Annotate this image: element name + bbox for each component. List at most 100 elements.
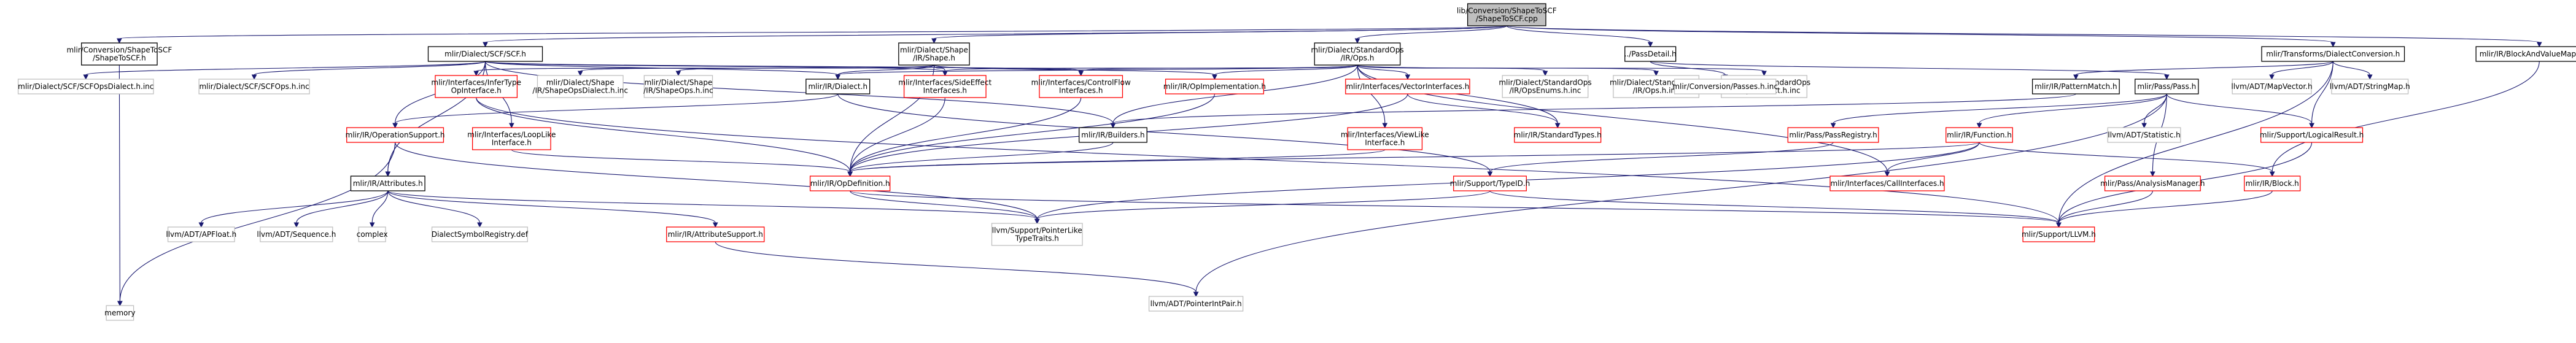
edge-line <box>2058 190 2153 223</box>
arrowhead <box>251 74 257 80</box>
node-conv_h[interactable]: mlir/Conversion/ShapeToSCF/ShapeToSCF.h <box>66 42 172 66</box>
node-box <box>2135 79 2199 94</box>
edge-line <box>476 97 851 172</box>
node-opsupport[interactable]: mlir/IR/OperationSupport.h <box>346 127 445 143</box>
node-analysis[interactable]: mlir/Pass/AnalysisManager.h <box>2100 175 2205 191</box>
node-attrsupport[interactable]: mlir/IR/AttributeSupport.h <box>666 226 765 242</box>
node-shape_h[interactable]: mlir/Dialect/Shape/IR/Shape.h <box>898 42 970 66</box>
node-box <box>1347 127 1423 150</box>
node-label: mlir/IR/Function.h <box>1947 131 2012 139</box>
edge-dialconv-to-logresult <box>2309 61 2334 129</box>
node-label: mlir/Support/TypeID.h <box>1450 179 1530 188</box>
node-box <box>198 79 310 94</box>
node-function_h[interactable]: mlir/IR/Function.h <box>1946 127 2013 143</box>
node-box <box>1039 75 1123 98</box>
edge-opsupport-to-memory <box>117 142 396 307</box>
edge-attributes-to-dialsymreg <box>387 190 483 228</box>
node-box <box>1148 296 1244 312</box>
node-box <box>2260 127 2364 143</box>
node-memory: memory <box>104 305 135 321</box>
edge-pass_h-to-passreg <box>1830 93 2167 129</box>
edge-function_h-to-block_h <box>1979 142 2275 177</box>
edge-line <box>371 190 389 223</box>
edge-passreg-to-typeid <box>1487 142 1834 177</box>
node-llvm_h[interactable]: mlir/Support/LLVM.h <box>2022 226 2096 242</box>
node-label: llvm/Support/PointerLike <box>992 226 1082 235</box>
node-callintf[interactable]: mlir/Interfaces/CallInterfaces.h <box>1829 175 1945 191</box>
node-sequence: llvm/ADT/Sequence.h <box>257 226 336 242</box>
node-passdetail[interactable]: ../PassDetail.h <box>1624 46 1677 62</box>
node-box <box>167 226 235 242</box>
node-stdops_h[interactable]: mlir/Dialect/StandardOps/IR/Ops.h <box>1311 42 1404 66</box>
node-builders[interactable]: mlir/IR/Builders.h <box>1079 127 1147 143</box>
node-label: llvm/ADT/PointerIntPair.h <box>1150 299 1242 308</box>
node-box <box>805 79 871 94</box>
edge-function_h-to-callintf <box>1884 142 1980 177</box>
node-dialconv[interactable]: mlir/Transforms/DialectConversion.h <box>2261 46 2405 62</box>
node-dialect_h[interactable]: mlir/IR/Dialect.h <box>805 79 871 94</box>
node-patmatch[interactable]: mlir/IR/PatternMatch.h <box>2031 79 2120 94</box>
arrowhead <box>2164 74 2170 80</box>
edge-viewintf-to-opdef <box>847 149 1386 177</box>
edge-root-to-blockmap <box>1506 25 2542 48</box>
arrowhead <box>369 222 375 228</box>
arrowhead <box>1976 123 1982 129</box>
edge-dialconv-to-patmatch <box>2073 61 2334 80</box>
arrowhead <box>2269 74 2275 80</box>
edge-sideeff-to-opdef <box>847 97 945 177</box>
node-blockmap[interactable]: mlir/IR/BlockAndValueMapping.h <box>2475 46 2576 62</box>
edge-line <box>387 190 1038 220</box>
node-logresult[interactable]: mlir/Support/LogicalResult.h <box>2260 127 2364 143</box>
node-opdef[interactable]: mlir/IR/OpDefinition.h <box>809 175 891 191</box>
edge-line <box>933 64 1082 72</box>
node-box <box>898 42 970 66</box>
edge-line <box>296 190 389 223</box>
arrowhead <box>1884 171 1890 177</box>
node-label: mlir/Dialect/StandardOps <box>1311 46 1403 55</box>
node-opimpl[interactable]: mlir/IR/OpImplementation.h <box>1163 79 1266 94</box>
node-stdtypes[interactable]: mlir/IR/StandardTypes.h <box>1514 127 1602 143</box>
edge-line <box>850 149 1386 172</box>
edge-conv_h-to-memory <box>117 64 123 307</box>
edge-line <box>1489 142 1834 172</box>
edge-line <box>2075 61 2334 75</box>
node-label: mlir/Dialect/SCF/SCFOpsDialect.h.inc <box>18 82 153 91</box>
edge-line <box>2311 61 2334 124</box>
edge-line <box>1489 190 2059 223</box>
edge-root-to-stdops_h <box>1354 25 1507 44</box>
arrowhead <box>712 222 718 228</box>
node-block_h[interactable]: mlir/IR/Block.h <box>2244 175 2301 191</box>
edge-dialconv-to-mapvector <box>2269 61 2334 80</box>
edge-line <box>850 97 945 172</box>
arrowhead <box>117 38 122 44</box>
edge-root-to-passdetail <box>1506 25 1653 48</box>
node-dialsymreg: DialectSymbolRegistry.def <box>432 226 529 242</box>
node-vecintf[interactable]: mlir/Interfaces/VectorInterfaces.h <box>1345 79 1470 94</box>
edge-pass_h-to-function_h <box>1976 93 2167 129</box>
node-label: mlir/Interfaces/LoopLike <box>467 131 556 139</box>
node-pass_h[interactable]: mlir/Pass/Pass.h <box>2135 79 2199 94</box>
node-box <box>471 127 551 150</box>
node-attributes[interactable]: mlir/IR/Attributes.h <box>350 175 425 191</box>
edge-line <box>837 64 935 75</box>
node-scf_h[interactable]: mlir/Dialect/SCF/SCF.h <box>427 46 543 62</box>
node-passreg[interactable]: mlir/Pass/PassRegistry.h <box>1787 127 1879 143</box>
node-label: mlir/Dialect/SCF/SCF.h <box>444 50 526 58</box>
node-label: mlir/Interfaces/ControlFlow <box>1031 79 1131 87</box>
node-label: mlir/Interfaces/InferType <box>431 79 521 87</box>
node-box <box>903 75 987 98</box>
node-label: /IR/Ops.h <box>1341 54 1375 63</box>
node-label: mlir/IR/Block.h <box>2246 179 2299 188</box>
node-statistic: llvm/ADT/Statistic.h <box>2107 127 2181 143</box>
edge-line <box>1650 61 2167 75</box>
edge-line <box>511 149 851 172</box>
node-root[interactable]: lib/Conversion/ShapeToSCF/ShapeToSCF.cpp <box>1457 3 1557 26</box>
node-typeid[interactable]: mlir/Support/TypeID.h <box>1450 175 1530 191</box>
node-label: lib/Conversion/ShapeToSCF <box>1457 7 1557 15</box>
